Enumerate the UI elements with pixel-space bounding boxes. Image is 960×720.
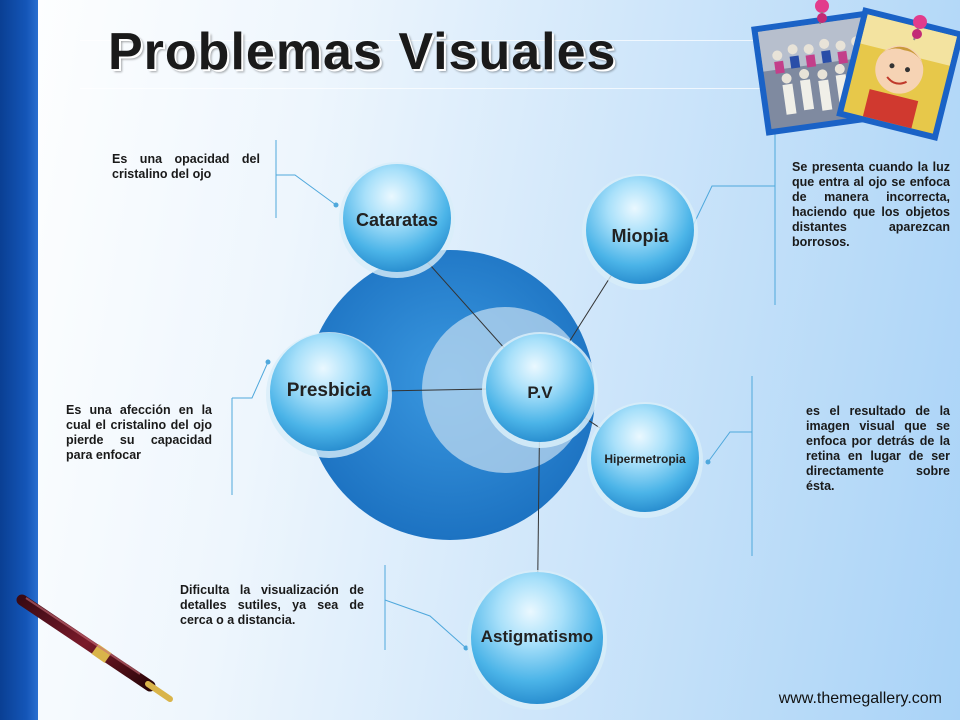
bubble-miopia[interactable] [582, 174, 698, 290]
callout-dot [463, 645, 469, 651]
callout-dot [333, 202, 339, 208]
bubble-center-pv[interactable] [482, 332, 598, 448]
fountain-pen-icon [16, 594, 173, 702]
decorative-line [80, 40, 940, 41]
description-hipermetropia: es el resultado de la imagen visual que … [806, 404, 950, 493]
page-title: Problemas Visuales [108, 23, 617, 81]
callout-line [687, 185, 775, 237]
bubble-presbicia[interactable] [266, 332, 392, 458]
node-label-hipermetropia: Hipermetropia [604, 452, 686, 466]
bubble-cataratas[interactable] [339, 162, 455, 278]
description-presbicia: Es una afección en la cual el cristalino… [66, 403, 212, 462]
callout-dot [705, 459, 711, 465]
callout-line [384, 599, 467, 649]
node-label-presbicia: Presbicia [286, 380, 372, 401]
bubble-hipermetropia[interactable] [587, 402, 703, 518]
callout-line [232, 361, 269, 399]
footer-url[interactable]: www.themegallery.com [778, 690, 942, 707]
bubble-astigmatismo[interactable] [467, 570, 607, 710]
callout-line [707, 431, 752, 463]
pushpin-icon [912, 15, 927, 41]
description-miopia: Se presenta cuando la luz que entra al o… [792, 160, 950, 249]
node-label-cataratas: Cataratas [355, 210, 439, 230]
node-label-astigmatismo: Astigmatismo [480, 627, 594, 646]
callout-line [275, 140, 337, 218]
photo-child [836, 7, 960, 141]
pushpin-icon [815, 0, 829, 25]
decorative-line [80, 88, 940, 89]
callout-dot [265, 359, 271, 365]
description-astigmatismo: Dificulta la visualización de detalles s… [180, 583, 364, 627]
description-cataratas: Es una opacidad del cristalino del ojo [112, 152, 260, 181]
node-label-center: P.V [527, 383, 553, 402]
node-label-miopia: Miopia [611, 226, 669, 246]
